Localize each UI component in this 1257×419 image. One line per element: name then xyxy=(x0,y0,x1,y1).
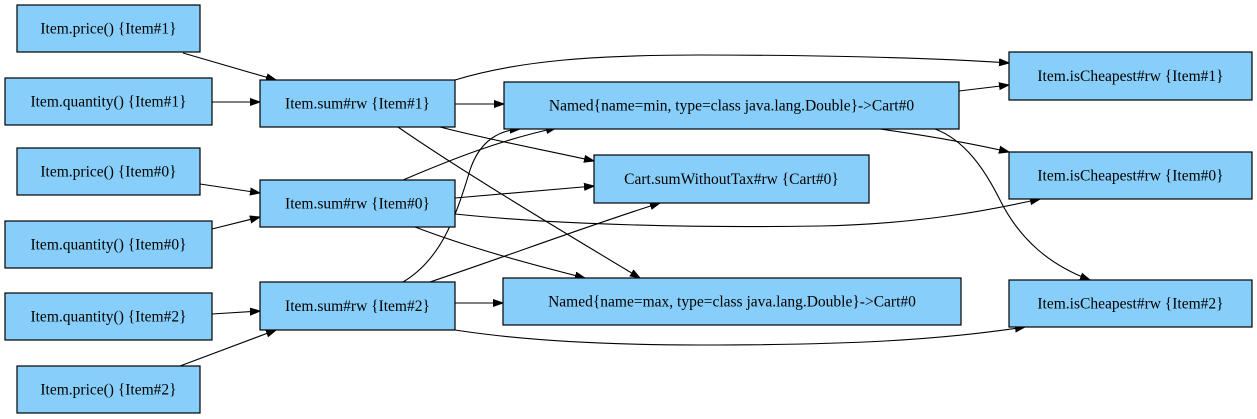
edge-min-cheap2 xyxy=(934,128,1090,280)
node-label: Item.sum#rw {Item#2} xyxy=(285,298,430,315)
node-box xyxy=(259,79,456,128)
node-box xyxy=(259,281,456,331)
edge-qty2-sum2 xyxy=(211,311,260,314)
node-label: Cart.sumWithoutTax#rw {Cart#0} xyxy=(624,171,839,188)
edge-price0-sum0 xyxy=(199,183,260,193)
node-box xyxy=(4,292,213,341)
node-label: Item.price() {Item#1} xyxy=(40,21,176,38)
node-box xyxy=(502,277,962,326)
node-label: Item.quantity() {Item#1} xyxy=(30,94,186,111)
node-cheap1[interactable]: Item.isCheapest#rw {Item#1} xyxy=(1008,51,1253,101)
node-cheap2[interactable]: Item.isCheapest#rw {Item#2} xyxy=(1008,279,1253,328)
node-price0[interactable]: Item.price() {Item#0} xyxy=(16,147,201,196)
node-price1[interactable]: Item.price() {Item#1} xyxy=(16,4,201,53)
node-qty0[interactable]: Item.quantity() {Item#0} xyxy=(4,220,213,269)
node-box xyxy=(16,4,201,53)
node-box xyxy=(1008,151,1253,200)
edge-price1-sum1 xyxy=(182,52,276,80)
node-box xyxy=(16,365,201,414)
node-label: Item.quantity() {Item#2} xyxy=(30,309,186,326)
node-box xyxy=(1008,279,1253,328)
node-label: Item.price() {Item#2} xyxy=(40,382,176,399)
node-max[interactable]: Named{name=max, type=class java.lang.Dou… xyxy=(502,277,962,326)
edges-layer xyxy=(179,52,1090,367)
edge-sum0-max xyxy=(414,226,585,278)
node-label: Item.isCheapest#rw {Item#2} xyxy=(1037,296,1223,313)
edge-sum0-cheap0 xyxy=(454,199,1040,228)
node-cheap0[interactable]: Item.isCheapest#rw {Item#0} xyxy=(1008,151,1253,200)
node-sum2[interactable]: Item.sum#rw {Item#2} xyxy=(259,281,456,331)
node-box xyxy=(1008,51,1253,101)
node-min[interactable]: Named{name=min, type=class java.lang.Dou… xyxy=(503,81,960,130)
node-box xyxy=(593,154,870,204)
node-sum0[interactable]: Item.sum#rw {Item#0} xyxy=(259,179,456,228)
node-label: Item.quantity() {Item#0} xyxy=(30,237,186,254)
edge-min-cheap1 xyxy=(958,85,1009,92)
node-box xyxy=(4,220,213,269)
node-label: Item.sum#rw {Item#1} xyxy=(285,96,430,113)
node-qty1[interactable]: Item.quantity() {Item#1} xyxy=(4,77,213,126)
node-label: Item.isCheapest#rw {Item#0} xyxy=(1037,168,1223,185)
edge-sum2-cartsum xyxy=(429,203,660,283)
edge-sum1-max xyxy=(397,126,640,278)
edge-sum0-cartsum xyxy=(454,186,594,199)
nodes-layer: Item.price() {Item#1} Item.quantity() {It… xyxy=(4,4,1253,414)
node-box xyxy=(16,147,201,196)
node-label: Item.sum#rw {Item#0} xyxy=(285,196,430,213)
edge-sum2-min xyxy=(402,129,520,283)
node-label: Item.price() {Item#0} xyxy=(40,164,176,181)
node-cartsum[interactable]: Cart.sumWithoutTax#rw {Cart#0} xyxy=(593,154,870,204)
edge-sum1-cartsum xyxy=(439,126,594,161)
node-label: Item.isCheapest#rw {Item#1} xyxy=(1037,68,1223,85)
edge-qty0-sum0 xyxy=(211,217,260,230)
node-qty2[interactable]: Item.quantity() {Item#2} xyxy=(4,292,213,341)
edge-min-cheap0 xyxy=(879,128,1009,152)
node-box xyxy=(4,77,213,126)
edge-sum1-cheap1 xyxy=(454,54,1009,81)
node-label: Named{name=min, type=class java.lang.Dou… xyxy=(549,98,914,115)
edge-price2-sum2 xyxy=(179,330,276,367)
edge-sum0-min xyxy=(402,128,556,181)
node-box xyxy=(259,179,456,228)
node-price2[interactable]: Item.price() {Item#2} xyxy=(16,365,201,414)
node-label: Named{name=max, type=class java.lang.Dou… xyxy=(548,294,916,311)
node-sum1[interactable]: Item.sum#rw {Item#1} xyxy=(259,79,456,128)
edge-sum2-cheap2 xyxy=(454,327,1025,346)
node-box xyxy=(503,81,960,130)
